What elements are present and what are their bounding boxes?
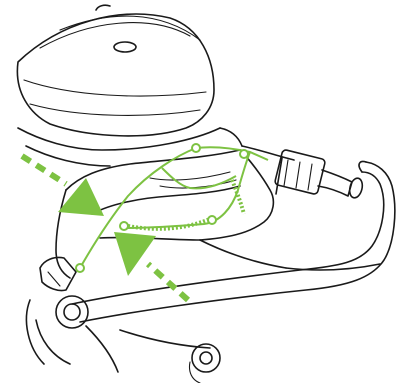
canopy-knob xyxy=(114,42,136,52)
cord-point-lower xyxy=(208,216,216,224)
lower-frame xyxy=(120,330,220,383)
harness-buckle xyxy=(242,146,364,199)
cord-point-right xyxy=(240,150,248,158)
cord-point-top xyxy=(192,144,200,152)
seat-body xyxy=(56,150,380,278)
left-hinge xyxy=(26,257,118,372)
cord-point-bottom xyxy=(76,264,84,272)
cord-point-left xyxy=(120,222,128,230)
canopy xyxy=(17,5,214,136)
